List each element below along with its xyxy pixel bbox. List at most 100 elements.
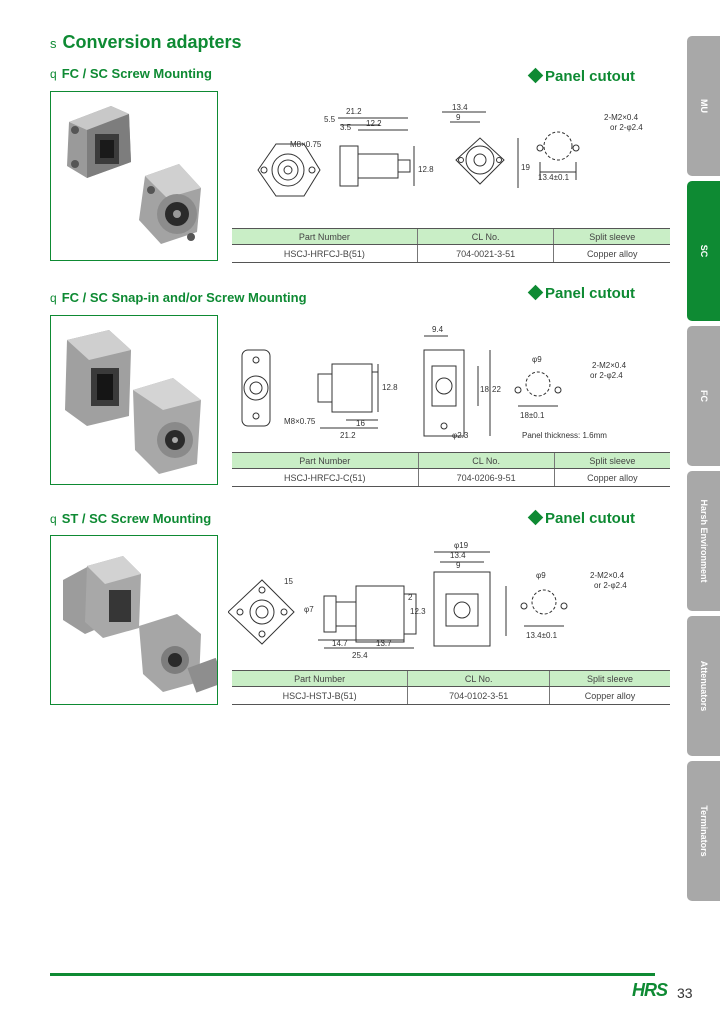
spec-table-fc-sc-snap-in: Part Number CL No. Split sleeve HSCJ-HRF… <box>232 452 670 487</box>
panel-cutout-heading: Panel cutout <box>527 67 636 85</box>
side-tab-attenuators[interactable]: Attenuators <box>687 616 720 756</box>
cell-cl-no: 704-0206-9-51 <box>417 468 555 487</box>
dim-label: φ2.3 <box>452 431 469 440</box>
dim-label: φ7 <box>304 605 314 614</box>
side-tab-sc[interactable]: SC <box>687 181 720 321</box>
dim-label: 21.2 <box>346 107 362 116</box>
table-row: HSCJ-HRFCJ-B(51) 704-0021-3-51 Copper al… <box>232 244 670 263</box>
dim-label: 12.3 <box>410 607 426 616</box>
page-number: 33 <box>677 985 693 1001</box>
technical-drawing-fc-sc-screw: 21.2 5.5 3.5 12.2 M8×0.75 12.8 13.4 9 19… <box>257 103 643 197</box>
section-title-text: FC / SC Screw Mounting <box>61 66 212 81</box>
header-part-number: Part Number <box>232 670 408 687</box>
dim-label: 12.8 <box>418 165 434 174</box>
cell-part-number: HSCJ-HRFCJ-C(51) <box>232 468 419 487</box>
header-split-sleeve: Split sleeve <box>553 228 670 245</box>
side-tab-label: FC <box>698 390 709 402</box>
dim-label: 5.5 <box>324 115 336 124</box>
adapter-photo-image <box>51 92 217 260</box>
header-cl-no: CL No. <box>417 452 555 469</box>
side-tab-terminators[interactable]: Terminators <box>687 761 720 901</box>
section-title-st-sc-screw: q ST / SC Screw Mounting <box>50 511 211 526</box>
table-header-row: Part Number CL No. Split sleeve <box>232 452 670 469</box>
dim-label: 2-M2×0.4 <box>590 571 625 580</box>
cell-split-sleeve: Copper alloy <box>553 244 670 263</box>
dim-label: Panel thickness: 1.6mm <box>522 431 607 440</box>
dim-label: 12.2 <box>366 119 382 128</box>
dim-label: M8×0.75 <box>284 417 316 426</box>
product-photo-st-sc-screw <box>50 535 218 705</box>
dim-label: 15 <box>284 577 293 586</box>
section-bullet: q <box>50 512 57 526</box>
dim-label: 2-M2×0.4 <box>592 361 627 370</box>
dim-label: 13.4 <box>452 103 468 112</box>
side-tab-label: Terminators <box>698 805 709 857</box>
dim-label: 3.5 <box>340 123 352 132</box>
side-tab-harsh-environment[interactable]: Harsh Environment <box>687 471 720 611</box>
dim-label: 13.4±0.1 <box>538 173 570 182</box>
dim-label: or 2-φ2.4 <box>594 581 627 590</box>
side-tab-fc[interactable]: FC <box>687 326 720 466</box>
spec-table-fc-sc-screw: Part Number CL No. Split sleeve HSCJ-HRF… <box>232 228 670 263</box>
header-split-sleeve: Split sleeve <box>553 452 670 469</box>
dim-label: 12.8 <box>382 383 398 392</box>
technical-drawing-fc-sc-snap-in: 9.4 12.8 18 22 21.2 16 M8×0.75 φ2.3 2-M2… <box>241 325 627 440</box>
header-part-number: Part Number <box>232 452 419 469</box>
diamond-icon <box>527 509 544 526</box>
side-tab-label: SC <box>698 244 709 258</box>
dim-label: 13.4 <box>450 551 466 560</box>
dim-label: 18±0.1 <box>520 411 545 420</box>
dim-label: or 2-φ2.4 <box>590 371 623 380</box>
page-title-text: Conversion adapters <box>62 32 242 52</box>
side-tab-label: MU <box>698 99 709 113</box>
dim-label: 25.4 <box>352 651 368 660</box>
flange-outline <box>228 579 295 645</box>
side-tab-mu[interactable]: MU <box>687 36 720 176</box>
dim-label: φ19 <box>454 541 469 550</box>
diamond-icon <box>527 67 544 84</box>
title-bullet: s <box>50 36 57 51</box>
panel-cutout-heading: Panel cutout <box>527 284 636 302</box>
header-part-number: Part Number <box>232 228 418 245</box>
section-bullet: q <box>50 67 57 81</box>
cell-cl-no: 704-0102-3-51 <box>407 686 550 705</box>
dim-label: M8×0.75 <box>290 140 322 149</box>
dim-label: 9.4 <box>432 325 444 334</box>
section-title-text: ST / SC Screw Mounting <box>61 511 212 526</box>
cell-part-number: HSCJ-HRFCJ-B(51) <box>232 244 418 263</box>
dim-label: 13.7 <box>376 639 392 648</box>
dim-label: 2-M2×0.4 <box>604 113 639 122</box>
table-row: HSCJ-HRFCJ-C(51) 704-0206-9-51 Copper al… <box>232 468 670 487</box>
hrs-logo: HRS <box>632 980 668 1000</box>
dim-label: 2 <box>408 593 413 602</box>
table-header-row: Part Number CL No. Split sleeve <box>232 670 670 687</box>
dim-label: 22 <box>492 385 501 394</box>
product-photo-fc-sc-snap-in <box>50 315 218 485</box>
technical-drawing-st-sc-screw: φ19 13.4 9 2 12.3 14.7 13.7 25.4 φ7 15 2… <box>228 541 627 660</box>
spec-table-st-sc-screw: Part Number CL No. Split sleeve HSCJ-HST… <box>232 670 670 705</box>
header-split-sleeve: Split sleeve <box>549 670 670 687</box>
adapter-photo-image <box>51 316 217 484</box>
dim-label: φ9 <box>532 355 542 364</box>
cell-split-sleeve: Copper alloy <box>549 686 670 705</box>
cell-cl-no: 704-0021-3-51 <box>416 244 554 263</box>
diamond-icon <box>527 284 544 301</box>
panel-cutout-heading: Panel cutout <box>527 509 635 527</box>
header-cl-no: CL No. <box>407 670 550 687</box>
header-cl-no: CL No. <box>416 228 554 245</box>
cell-part-number: HSCJ-HSTJ-B(51) <box>232 686 408 705</box>
ferrule-outer <box>271 153 305 187</box>
dim-label: 19 <box>521 163 530 172</box>
panel-cutout-label: Panel cutout <box>545 285 636 302</box>
side-tab-label: Harsh Environment <box>698 499 709 583</box>
section-title-fc-sc-screw: q FC / SC Screw Mounting <box>50 66 212 81</box>
table-header-row: Part Number CL No. Split sleeve <box>232 228 670 245</box>
adapter-photo-image <box>51 536 217 704</box>
panel-cutout-label: Panel cutout <box>545 68 636 85</box>
dim-label: 13.4±0.1 <box>526 631 558 640</box>
page-title: s Conversion adapters <box>50 32 242 53</box>
cell-split-sleeve: Copper alloy <box>553 468 670 487</box>
dim-label: 18 <box>480 385 489 394</box>
dim-label: 9 <box>456 561 461 570</box>
